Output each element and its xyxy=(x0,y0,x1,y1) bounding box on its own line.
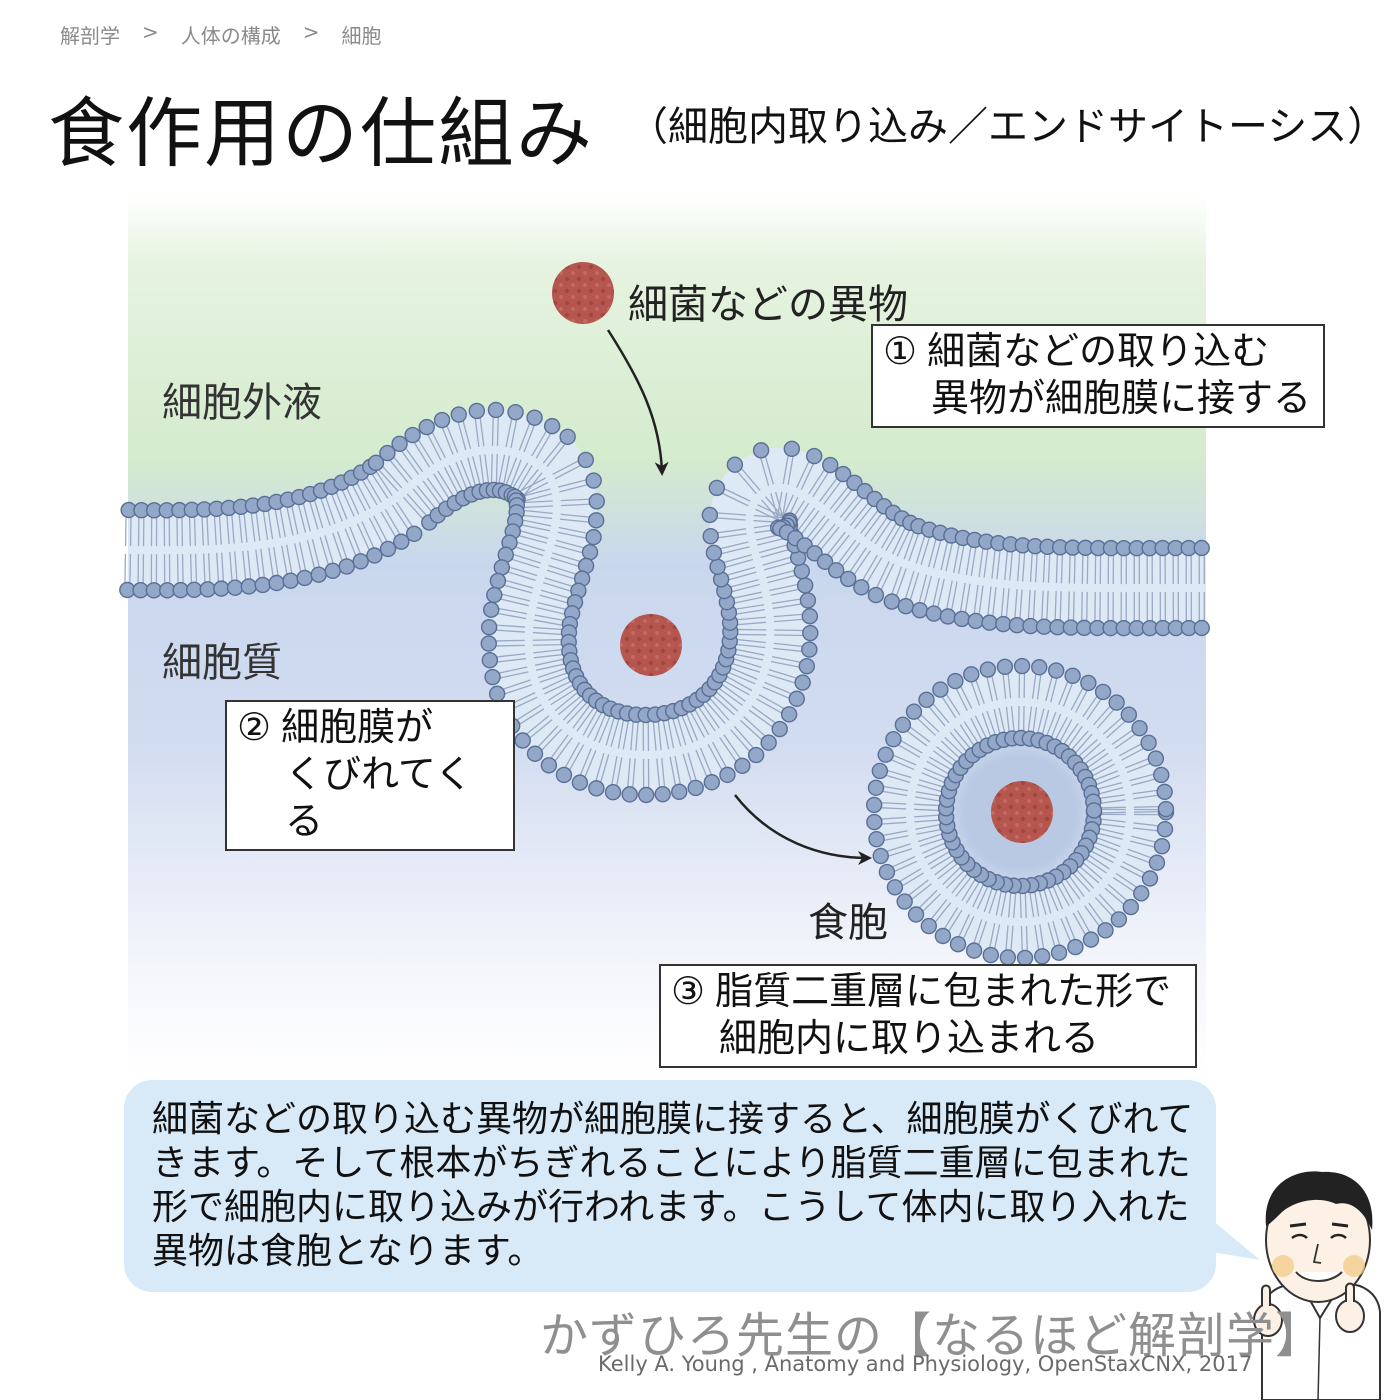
brand-logo-text: かずひろ先生の【なるほど解剖学】 xyxy=(540,1308,1325,1364)
step-2-line1: 細胞膜が xyxy=(281,705,434,749)
label-foreign-body: 細菌などの異物 xyxy=(628,282,908,328)
step-1-line1: 細菌などの取り込む xyxy=(927,329,1270,373)
page-subtitle: （細胞内取り込み／エンドサイトーシス） xyxy=(628,104,1388,150)
bacterium-outside xyxy=(552,262,614,324)
step-1-number: ① xyxy=(883,329,918,373)
label-cytoplasm: 細胞質 xyxy=(162,640,282,686)
bacterium-engulfed xyxy=(620,614,682,676)
bacterium-in-phagosome xyxy=(991,781,1053,843)
step-1-line2: 異物が細胞膜に接する xyxy=(931,376,1312,420)
explanation-text: 細菌などの取り込む異物が細胞膜に接すると、細胞膜がくびれてきます。そして根本がち… xyxy=(152,1099,1194,1272)
breadcrumb-separator: > xyxy=(142,20,159,44)
label-phagosome: 食胞 xyxy=(808,900,888,946)
phagosome-membrane xyxy=(865,657,1175,967)
arrow-pinch-off xyxy=(734,794,872,865)
breadcrumb-item[interactable]: 細胞 xyxy=(341,24,382,48)
cell-membrane xyxy=(119,401,1210,804)
label-extracellular-fluid: 細胞外液 xyxy=(162,380,322,426)
arrow-contact xyxy=(606,329,669,476)
step-2-number: ② xyxy=(237,705,272,749)
step-3-line2: 細胞内に取り込まれる xyxy=(719,1016,1100,1060)
breadcrumb-item[interactable]: 解剖学 xyxy=(60,24,120,48)
source-credit: Kelly A. Young , Anatomy and Physiology,… xyxy=(598,1352,1253,1376)
bubble-tail xyxy=(1200,1210,1260,1260)
breadcrumb-separator: > xyxy=(302,20,320,44)
page-title: 食作用の仕組み xyxy=(48,89,594,178)
explanation-bubble xyxy=(124,1080,1216,1292)
step-3-line1: 脂質二重層に包まれた形で xyxy=(715,969,1172,1013)
step-2-line2: くびれてくる xyxy=(285,752,473,843)
breadcrumb-item[interactable]: 人体の構成 xyxy=(180,24,281,48)
teacher-avatar xyxy=(1253,1171,1381,1400)
breadcrumb: 解剖学 > 人体の構成 > 細胞 xyxy=(60,20,382,49)
step-3-number: ③ xyxy=(671,969,706,1013)
